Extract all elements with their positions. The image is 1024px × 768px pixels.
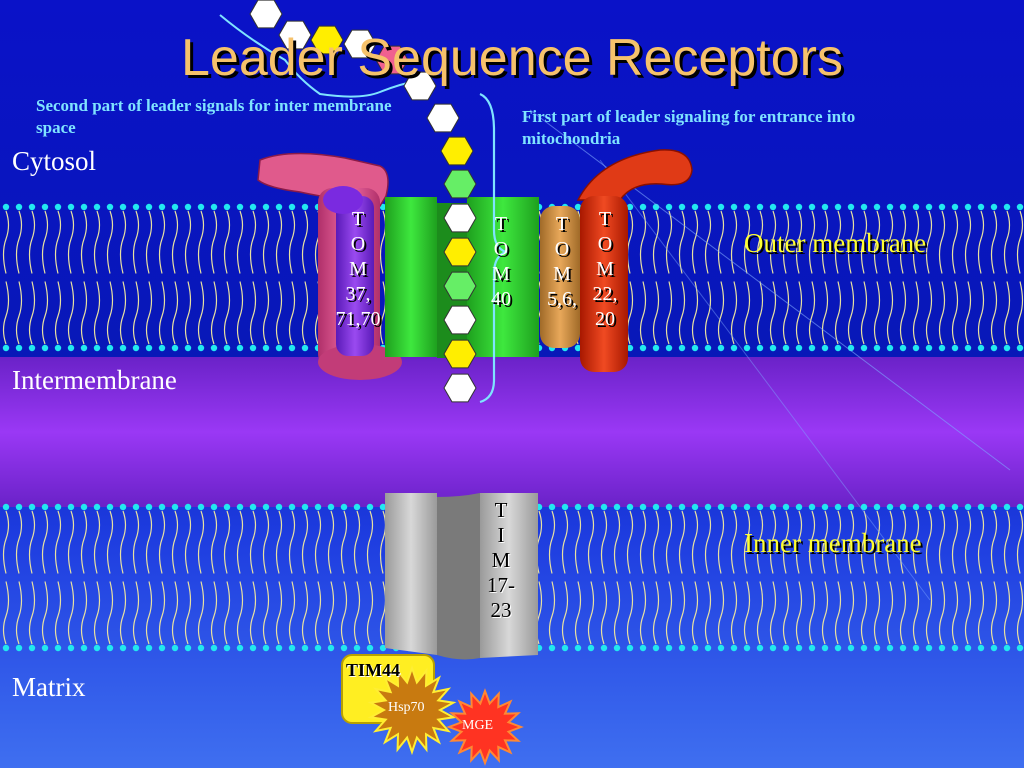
hexagon-residue-3 — [343, 29, 377, 59]
hexagon-residue-5 — [403, 71, 437, 101]
hexagon-residue-10 — [443, 237, 477, 267]
tom37-71-70-complex — [257, 152, 402, 380]
tom5-6-label: T O M 5,6, — [547, 213, 577, 310]
tom40-label: T O M 40 — [491, 213, 511, 310]
region-cytosol: Cytosol — [12, 146, 97, 176]
mge-label: MGE — [462, 718, 494, 733]
hexagon-residue-11 — [443, 271, 477, 301]
hsp70-label: Hsp70 — [388, 700, 425, 715]
hexagon-residue-8 — [443, 169, 477, 199]
region-intermembrane: Intermembrane — [12, 365, 177, 395]
tom37-label: T O M 37, 71,70 — [335, 208, 381, 330]
inner-membrane-label: Inner membrane — [744, 528, 922, 558]
tom5-6-complex — [540, 206, 580, 348]
signal-path-line-2 — [599, 159, 931, 601]
hexagon-residue-7 — [440, 136, 474, 166]
brace-left — [219, 14, 421, 98]
hexagon-residue-12 — [443, 305, 477, 335]
hexagon-residue-0 — [249, 0, 283, 29]
hsp70-starburst — [367, 664, 457, 756]
annotation-second-part: Second part of leader signals for inter … — [36, 96, 392, 137]
hexagon-residue-14 — [443, 373, 477, 403]
hexagon-residue-9 — [443, 203, 477, 233]
tim17-23-label: T I M 17- 23 — [487, 498, 515, 622]
hexagon-residue-1 — [278, 20, 312, 50]
tim17-23-channel — [385, 493, 538, 660]
tom22-20-complex — [576, 149, 693, 372]
region-matrix: Matrix — [12, 672, 86, 702]
intermembrane-space — [0, 357, 1024, 507]
hexagon-residue-6 — [426, 103, 460, 133]
mge-starburst — [446, 688, 524, 766]
hexagon-residue-13 — [443, 339, 477, 369]
leader-sequence-hexagon-chain — [249, 0, 477, 403]
slide-title: Leader Sequence Receptors — [180, 29, 843, 87]
hexagon-residue-2 — [310, 25, 344, 55]
brace-right — [479, 92, 510, 404]
annotation-first-part: First part of leader signaling for entra… — [522, 107, 856, 148]
tom22-20-label: T O M 22, 20 — [592, 208, 618, 330]
hexagon-residue-4 — [375, 45, 409, 75]
outer-membrane-label: Outer membrane — [744, 228, 927, 258]
tim44-label: TIM44 — [346, 660, 400, 680]
